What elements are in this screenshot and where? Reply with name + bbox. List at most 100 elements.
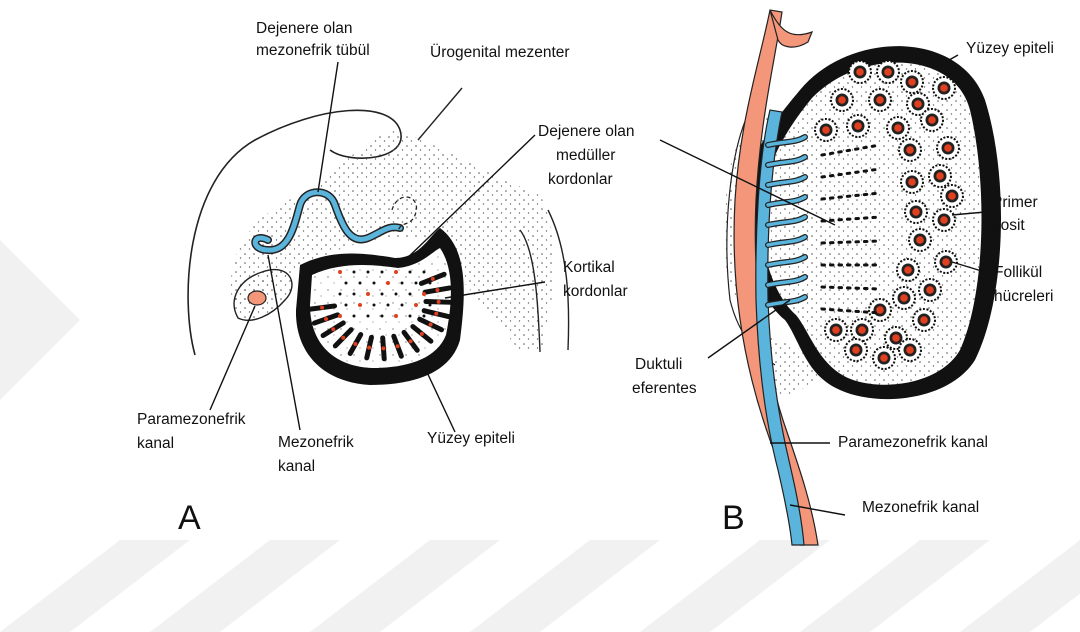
medullary-cell: [414, 303, 418, 307]
watermark-stripe: [960, 540, 1080, 632]
medullary-cell: [401, 304, 404, 307]
oocyte-nucleus: [876, 306, 884, 314]
watermark-stripe: [800, 540, 990, 632]
mesentery-line: [418, 88, 462, 140]
leader-paramesonephric-a: [210, 306, 255, 410]
medullary-cell: [358, 303, 362, 307]
germ-cell: [396, 344, 400, 348]
medullary-cell: [422, 292, 426, 296]
medullary-cell: [381, 293, 384, 296]
oocyte-nucleus: [858, 326, 866, 334]
medullary-cell: [367, 271, 370, 274]
watermark-stripe: [0, 540, 190, 632]
panel-b-letter: B: [722, 500, 745, 536]
medullary-cell: [409, 315, 412, 318]
medullary-cell: [367, 315, 370, 318]
label-mesonephric-a-1: Mezonefrik: [278, 432, 354, 453]
watermark-stripe: [310, 540, 500, 632]
medullary-cell: [401, 282, 404, 285]
oocyte-nucleus: [940, 216, 948, 224]
oocyte-nucleus: [894, 124, 902, 132]
panel-b-drawing: [724, 10, 1001, 545]
oocyte-nucleus: [856, 68, 864, 76]
oocyte-nucleus: [920, 316, 928, 324]
oocyte-nucleus: [942, 258, 950, 266]
medullary-cell: [359, 282, 362, 285]
oocyte-nucleus: [948, 192, 956, 200]
germ-cell: [434, 312, 438, 316]
oocyte-nucleus: [892, 334, 900, 342]
medullary-cell: [381, 315, 384, 318]
germ-cell: [409, 339, 413, 343]
oocyte-nucleus: [912, 208, 920, 216]
oocyte-nucleus: [908, 78, 916, 86]
oocyte-nucleus: [904, 266, 912, 274]
medullary-cell: [429, 282, 432, 285]
label-surface-b: Yüzey epiteli: [966, 38, 1054, 59]
germ-cell: [353, 342, 357, 346]
label-deg-tubule-2: mezonefrik tübül: [256, 40, 370, 61]
panel-a-letter: A: [178, 500, 201, 536]
oocyte-nucleus: [838, 96, 846, 104]
medullary-cell: [381, 271, 384, 274]
medullary-cell: [415, 282, 418, 285]
paramesonephric-duct-a: [248, 291, 266, 305]
medullary-cell: [429, 304, 432, 307]
oocyte-nucleus: [944, 144, 952, 152]
medullary-cell: [373, 282, 376, 285]
watermark-stripe: [0, 240, 80, 400]
watermark-stripe: [640, 540, 830, 632]
label-ductuli-2: eferentes: [632, 378, 697, 399]
label-deg-medullary-2: medüller: [556, 145, 615, 166]
label-paramesonephric-b: Paramezonefrik kanal: [838, 432, 988, 453]
label-follicle-2: hücreleri: [994, 286, 1053, 307]
medullary-cell: [395, 293, 398, 296]
medullary-cell: [366, 292, 370, 296]
medullary-cell: [339, 293, 342, 296]
label-surface-a: Yüzey epiteli: [427, 428, 515, 449]
label-cortical-2: kordonlar: [563, 281, 628, 302]
leader-surface-a: [425, 368, 455, 432]
label-urogenital-mesentery: Ürogenital mezenter: [430, 42, 570, 63]
label-follicle-1: Follikül: [994, 262, 1042, 283]
label-deg-medullary-3: kordonlar: [548, 169, 613, 190]
oocyte-nucleus: [908, 178, 916, 186]
medullary-cell: [373, 304, 376, 307]
germ-cell: [381, 346, 385, 350]
oocyte-nucleus: [876, 96, 884, 104]
label-cortical-1: Kortikal: [563, 257, 615, 278]
label-mesonephric-b: Mezonefrik kanal: [862, 497, 979, 518]
medullary-cell: [394, 314, 398, 318]
medullary-cell: [353, 293, 356, 296]
germ-cell: [431, 277, 435, 281]
medullary-cell: [353, 315, 356, 318]
medullary-cell: [353, 271, 356, 274]
medullary-cell: [338, 314, 342, 318]
medullary-cell: [423, 271, 426, 274]
medullary-cell: [345, 304, 348, 307]
oocyte-nucleus: [906, 346, 914, 354]
oocyte-nucleus: [854, 122, 862, 130]
label-paramesonephric-a-2: kanal: [137, 433, 174, 454]
oocyte-nucleus: [906, 146, 914, 154]
label-ductuli-1: Duktuli: [635, 354, 682, 375]
label-primary-2: oosit: [992, 215, 1025, 236]
label-deg-tubule-1: Dejenere olan: [256, 18, 353, 39]
label-mesonephric-a-2: kanal: [278, 456, 315, 477]
medullary-cell: [409, 293, 412, 296]
watermark-stripe: [470, 540, 660, 632]
oocyte-nucleus: [900, 294, 908, 302]
oocyte-nucleus: [880, 354, 888, 362]
oocyte-nucleus: [940, 84, 948, 92]
germ-cell: [341, 336, 345, 340]
germ-cell: [429, 322, 433, 326]
medullary-cell: [338, 270, 342, 274]
label-paramesonephric-a-1: Paramezonefrik: [137, 409, 246, 430]
medullary-cell: [409, 271, 412, 274]
germ-cell: [331, 327, 335, 331]
oocyte-nucleus: [914, 100, 922, 108]
label-deg-medullary-1: Dejenere olan: [538, 121, 635, 142]
medullary-cell: [345, 282, 348, 285]
oocyte-nucleus: [832, 326, 840, 334]
